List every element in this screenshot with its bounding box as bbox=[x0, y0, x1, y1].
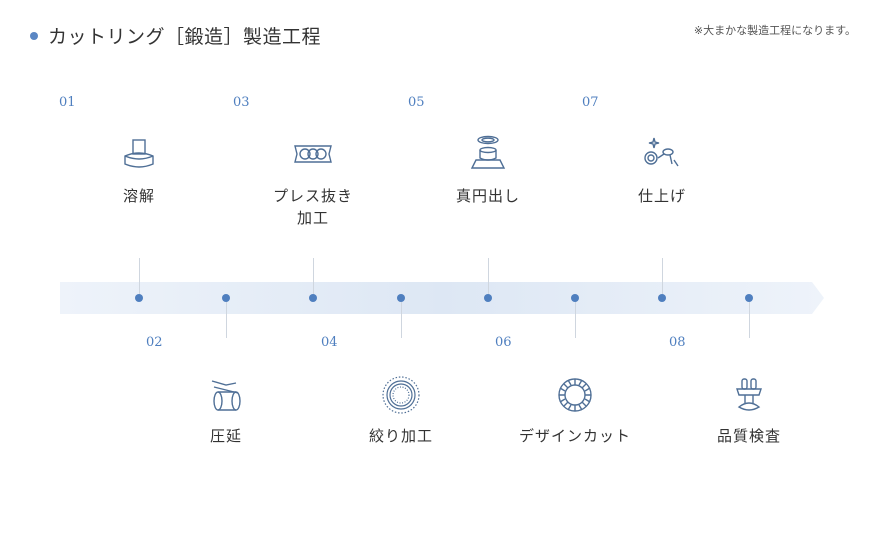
timeline-stem bbox=[488, 258, 489, 298]
timeline-dot bbox=[658, 294, 666, 302]
inspection-icon bbox=[729, 375, 769, 415]
timeline-dot bbox=[222, 294, 230, 302]
rounding-icon bbox=[468, 134, 508, 174]
page-header: カットリング［鍛造］製造工程 bbox=[30, 22, 321, 49]
process-note: ※大まかな製造工程になります。 bbox=[693, 24, 856, 37]
page-title: カットリング［鍛造］製造工程 bbox=[48, 26, 322, 48]
timeline-dot bbox=[397, 294, 405, 302]
timeline-dot bbox=[745, 294, 753, 302]
timeline-stem bbox=[401, 298, 402, 338]
timeline-dot bbox=[135, 294, 143, 302]
timeline-dot bbox=[484, 294, 492, 302]
rolling-icon bbox=[206, 375, 246, 415]
drawing-icon bbox=[381, 375, 421, 415]
press-punch-icon bbox=[293, 134, 333, 174]
melting-icon bbox=[119, 134, 159, 174]
step-number: 07 bbox=[582, 95, 599, 110]
title-bullet bbox=[30, 31, 38, 40]
step-number: 06 bbox=[495, 335, 512, 350]
step-number: 04 bbox=[321, 335, 338, 350]
timeline-stem bbox=[662, 258, 663, 298]
step-label: プレス抜き加工 bbox=[272, 187, 353, 227]
timeline-stem bbox=[313, 258, 314, 298]
timeline-stem bbox=[226, 298, 227, 338]
step-number: 01 bbox=[59, 95, 76, 110]
step-label: 真円出し bbox=[455, 187, 520, 205]
step-label: 圧延 bbox=[209, 427, 242, 445]
step-label: 仕上げ bbox=[637, 187, 686, 205]
step-number: 02 bbox=[146, 335, 163, 350]
design-cut-icon bbox=[555, 375, 595, 415]
step-label: 絞り加工 bbox=[368, 427, 433, 445]
step-number: 08 bbox=[669, 335, 686, 350]
timeline-stem bbox=[575, 298, 576, 338]
timeline-dot bbox=[571, 294, 579, 302]
step-label: デザインカット bbox=[518, 427, 631, 445]
step-number: 05 bbox=[408, 95, 425, 110]
timeline-band bbox=[60, 282, 824, 314]
timeline-stem bbox=[749, 298, 750, 338]
finishing-icon bbox=[642, 134, 682, 174]
timeline-stem bbox=[139, 258, 140, 298]
step-label: 品質検査 bbox=[716, 427, 781, 445]
step-number: 03 bbox=[233, 95, 250, 110]
timeline-dot bbox=[309, 294, 317, 302]
step-label: 溶解 bbox=[122, 187, 155, 205]
